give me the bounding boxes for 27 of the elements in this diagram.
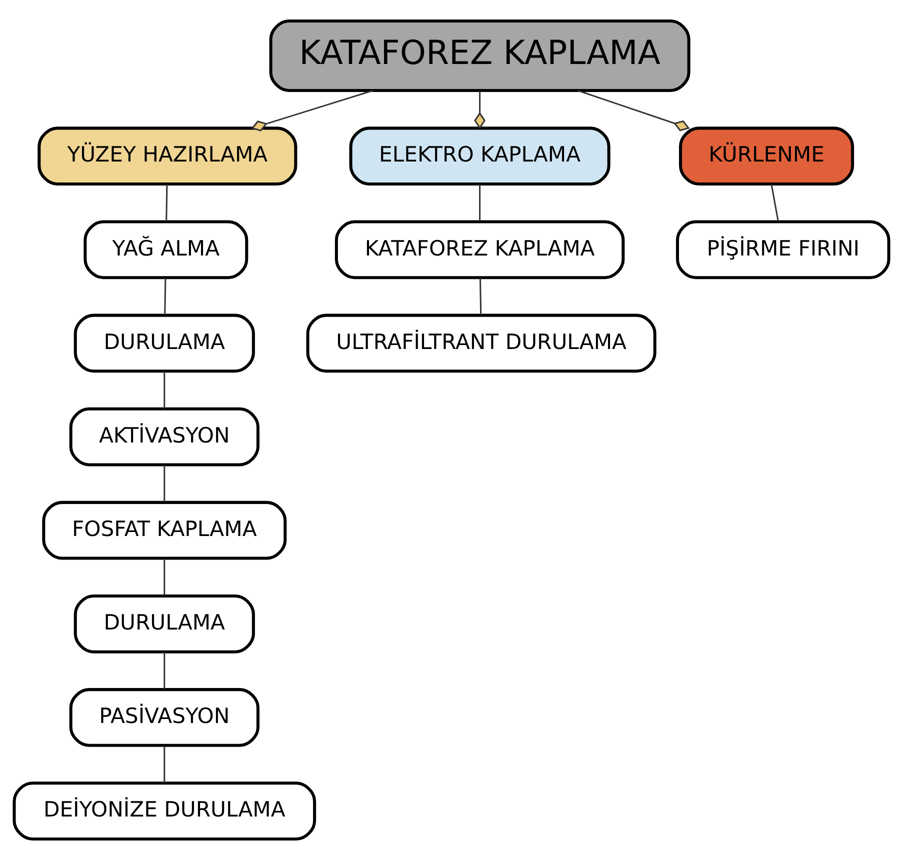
connector (251, 89, 374, 131)
node-box: ULTRAFİLTRANT DURULAMA (306, 313, 656, 372)
node-box: YÜZEY HAZIRLAMA (38, 126, 298, 186)
connector (479, 184, 481, 221)
connector (164, 277, 166, 314)
connector (164, 464, 166, 502)
node-box: KÜRLENME (679, 126, 854, 186)
connector (164, 370, 166, 408)
node-box: DURULAMA (74, 594, 255, 653)
node-box: PASİVASYON (69, 688, 260, 746)
node-box: PİŞİRME FIRINI (676, 220, 890, 279)
connector (479, 277, 482, 314)
node-box: FOSFAT KAPLAMA (42, 500, 287, 560)
connector (577, 89, 690, 131)
node-box: DEİYONİZE DURULAMA (12, 781, 316, 840)
connector (164, 745, 166, 782)
node-box: KATAFOREZ KAPLAMA (334, 220, 625, 279)
node-box: ELEKTRO KAPLAMA (349, 126, 610, 186)
node-box: AKTİVASYON (69, 406, 260, 466)
connector (164, 558, 166, 596)
connector (164, 652, 166, 689)
node-box: DURULAMA (74, 313, 255, 372)
connector (770, 184, 779, 221)
connector (474, 90, 486, 129)
node-box: KATAFOREZ KAPLAMA (269, 19, 690, 92)
node-box: YAĞ ALMA (84, 220, 248, 279)
connector (166, 184, 168, 221)
